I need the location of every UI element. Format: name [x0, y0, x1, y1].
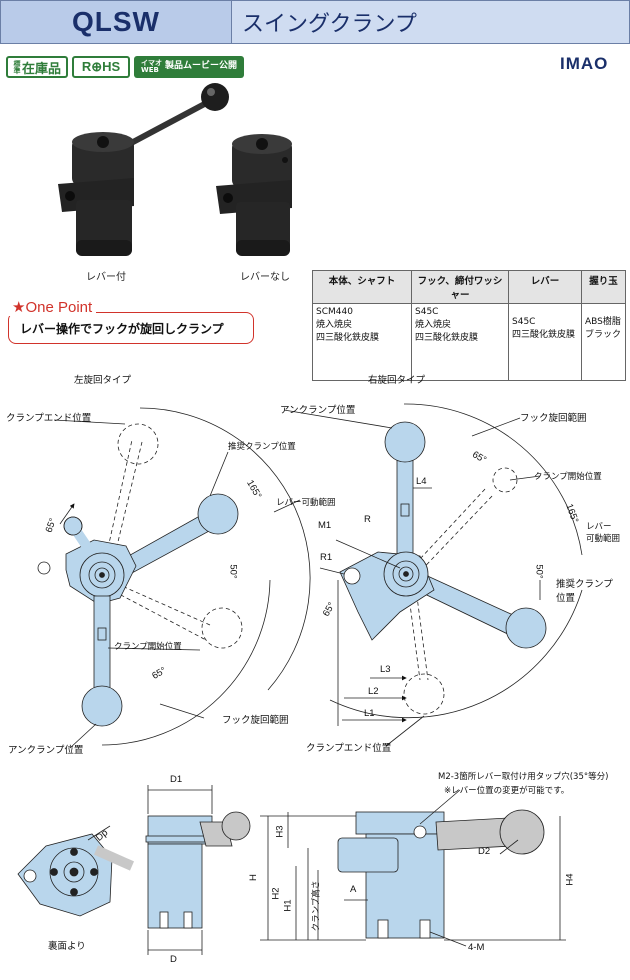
- dim-L2: L2: [368, 686, 379, 697]
- right-recommended-2: 位置: [556, 593, 576, 604]
- spec-cell-knob: ABS樹脂 ブラック: [581, 303, 626, 381]
- bottom-view-label: 裏面より: [48, 941, 86, 952]
- spec-cell-lever: S45C 四三酸化鉄皮膜: [508, 303, 582, 381]
- right-diagram-title: 右旋回タイプ: [368, 375, 426, 386]
- right-recommended-1: 推奨クランプ: [556, 579, 613, 590]
- spec-header-lever: レバー: [508, 270, 582, 304]
- dim-H4: H4: [564, 873, 576, 886]
- dim-R: R: [364, 514, 371, 525]
- right-clamp-start-label: クランプ開始位置: [534, 472, 602, 482]
- dim-D1: D1: [170, 774, 183, 785]
- dim-L1: L1: [364, 708, 375, 719]
- dim-H1: H1: [282, 899, 294, 912]
- dim-4M: 4-M: [468, 942, 485, 953]
- right-lever-range-1: レバー: [586, 522, 612, 532]
- spec-header-hook: フック、締付ワッシャー: [411, 270, 509, 304]
- dim-H: H: [247, 874, 259, 881]
- right-lever-range-2: 可動範囲: [586, 534, 621, 544]
- dim-L3: L3: [380, 664, 391, 675]
- right-unclamp-label: アンクランプ位置: [280, 405, 356, 416]
- spec-header-body: 本体、シャフト: [312, 270, 412, 304]
- lever-position-note: ※レバー位置の変更が可能です。: [444, 786, 570, 796]
- dim-H2: H2: [270, 887, 282, 900]
- brand-logo: IMAO: [560, 54, 609, 73]
- left-angle-50: 50°: [227, 564, 239, 579]
- page-title: スイングクランプ: [232, 0, 630, 44]
- stock-badge: 標準在庫品: [6, 56, 68, 78]
- dim-D: D: [170, 954, 177, 965]
- dim-A: A: [350, 884, 357, 895]
- left-clamp-end-label: クランプエンド位置: [6, 413, 92, 424]
- tap-hole-note: M2-3箇所レバー取付け用タップ穴(35°等分): [438, 772, 609, 782]
- right-hook-range-label: フック旋回範囲: [520, 413, 587, 424]
- one-point-box: [8, 312, 254, 344]
- left-unclamp-label: アンクランプ位置: [8, 745, 84, 756]
- spec-cell-body: SCM440 焼入焼戻 四三酸化鉄皮膜: [312, 303, 412, 381]
- dim-M1: M1: [318, 520, 332, 531]
- left-lever-range-label: レバー可動範囲: [276, 498, 336, 508]
- left-hook-range-label: フック旋回範囲: [222, 715, 289, 726]
- one-point-title: ★One Point: [8, 298, 97, 316]
- spec-cell-hook: S45C 焼入焼戻 四三酸化鉄皮膜: [411, 303, 509, 381]
- right-angle-50: 50°: [533, 564, 545, 579]
- dim-L4: L4: [416, 476, 427, 487]
- dim-H3: H3: [274, 825, 286, 838]
- caption-with-lever: レバー付: [86, 272, 126, 283]
- caption-without-lever: レバーなし: [240, 272, 290, 283]
- spec-header-knob: 握り玉: [581, 270, 626, 304]
- left-diagram-title: 左旋回タイプ: [74, 375, 132, 386]
- left-clamp-start-label: クランプ開始位置: [114, 642, 182, 652]
- clamp-height-label: クランプ高さ: [311, 880, 322, 932]
- rohs-badge: R⊕HS: [72, 56, 130, 78]
- dim-D2: D2: [478, 846, 491, 857]
- one-point-text: レバー操作でフックが旋回しクランプ: [20, 322, 224, 336]
- dim-R1: R1: [320, 552, 333, 563]
- model-number: QLSW: [0, 0, 232, 44]
- left-recommended-label: 推奨クランプ位置: [228, 442, 296, 452]
- material-spec-table: 本体、シャフト フック、締付ワッシャー レバー 握り玉 SCM440 焼入焼戻 …: [312, 270, 626, 381]
- right-clamp-end-label: クランプエンド位置: [306, 743, 392, 754]
